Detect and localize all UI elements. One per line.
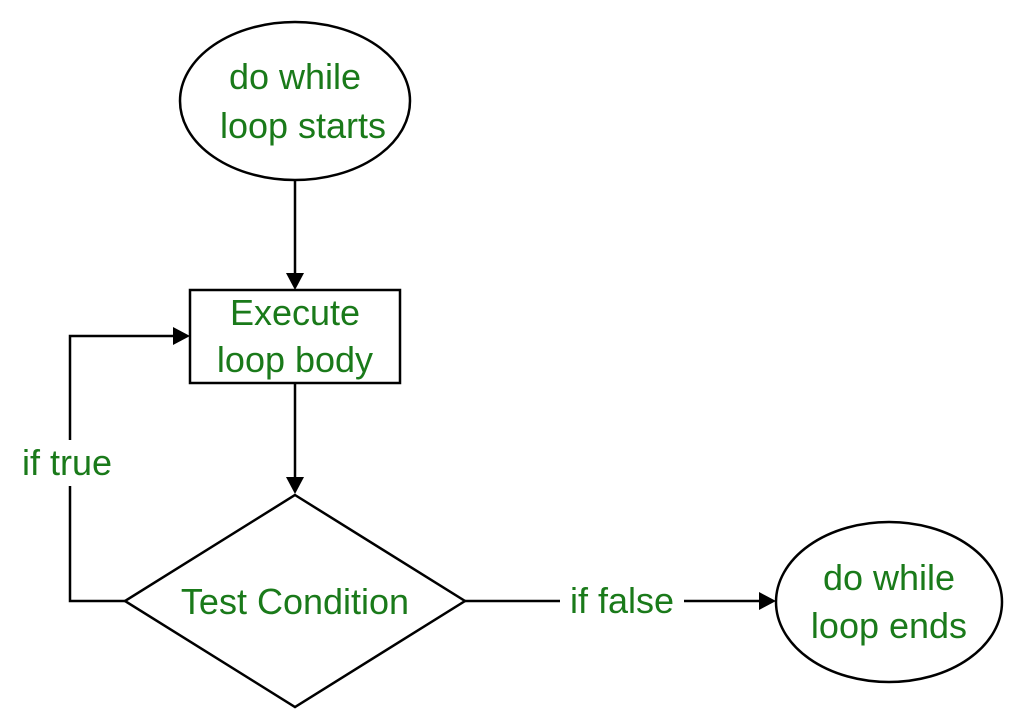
arrowhead-down-icon	[286, 477, 304, 494]
arrow-true-loop-back: if true	[12, 327, 190, 603]
end-label-line2: loop ends	[811, 605, 967, 646]
arrowhead-down-icon	[286, 273, 304, 290]
arrow-body-to-condition	[286, 383, 304, 494]
arrowhead-right-icon	[759, 592, 776, 610]
start-ellipse	[178, 20, 412, 182]
condition-label: Test Condition	[181, 581, 409, 622]
end-ellipse	[774, 520, 1004, 684]
body-node: Execute loop body	[188, 288, 402, 385]
arrow-false-to-end: if false	[465, 578, 776, 624]
start-label-line1: do while	[229, 56, 361, 97]
arrow-start-to-body	[286, 180, 304, 290]
end-label-line1: do while	[823, 557, 955, 598]
condition-node: Test Condition	[122, 493, 468, 709]
arrowhead-right-icon	[173, 327, 190, 345]
condition-diamond	[122, 493, 468, 709]
body-label-line2: loop body	[217, 339, 373, 380]
if-false-label: if false	[570, 580, 674, 621]
start-node: do while loop starts	[178, 20, 412, 182]
start-label-line2: loop starts	[220, 105, 386, 146]
body-label-line1: Execute	[230, 292, 360, 333]
end-node: do while loop ends	[774, 520, 1004, 684]
if-true-label: if true	[22, 442, 112, 483]
